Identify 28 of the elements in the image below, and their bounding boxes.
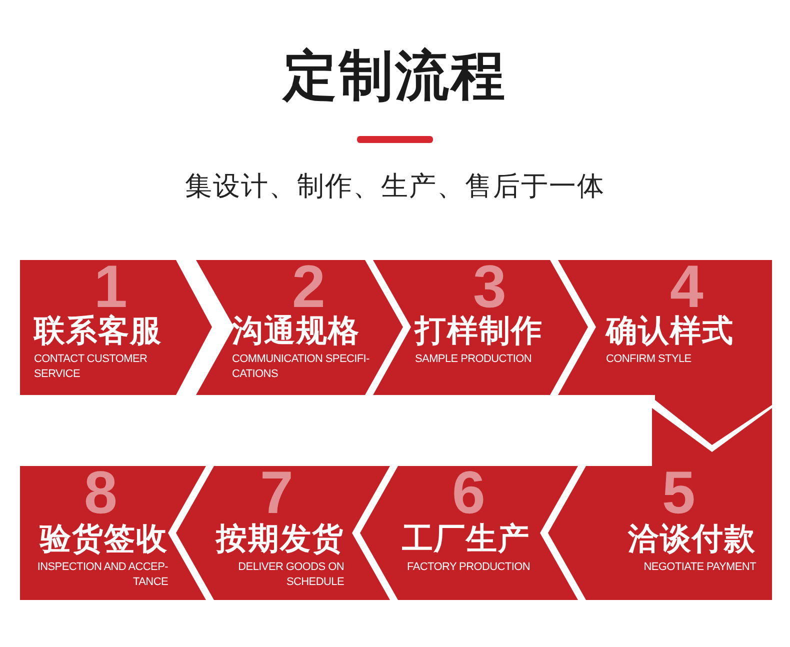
subtitle: 集设计、制作、生产、售后于一体 [184,170,606,203]
step-subtitle: CONFIRM STYLE [606,352,692,367]
step-subtitle: CONTACT CUSTOMER SERVICE [34,352,148,382]
step-subtitle: FACTORY PRODUCTION [406,560,530,575]
step-subtitle: COMMUNICATION SPECIFI- CATIONS [232,352,370,382]
step-title: 沟通规格 [232,314,360,348]
step-subtitle: INSPECTION AND ACCEP- TANCE [36,560,168,590]
step-number: 5 [662,468,696,518]
step-title: 验货签收 [40,522,168,556]
step-subtitle: DELIVER GOODS ON SCHEDULE [237,560,344,590]
step-title: 打样制作 [415,314,543,348]
step-number: 3 [473,262,506,312]
step-title: 按期发货 [216,522,344,556]
step-subtitle: NEGOTIATE PAYMENT [642,560,756,575]
step-subtitle: SAMPLE PRODUCTION [415,352,533,367]
chevron-step [20,466,206,600]
step-number: 1 [94,262,128,312]
step-number: 8 [84,468,118,518]
step-number: 4 [670,262,704,312]
step-title: 洽谈付款 [628,522,756,556]
chevron-step [20,260,212,395]
title: 定制流程 [281,45,508,108]
step-number: 7 [260,468,294,518]
step-title: 工厂生产 [402,522,530,556]
step-title: 确认样式 [606,314,734,348]
step-number: 2 [292,262,326,312]
step-number: 6 [452,468,486,518]
step-title: 联系客服 [34,314,162,348]
